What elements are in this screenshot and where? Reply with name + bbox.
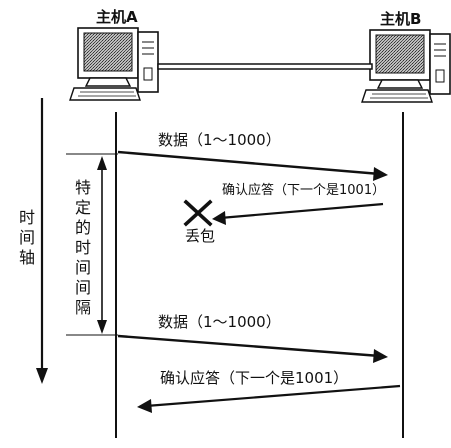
computer-a-icon (69, 27, 159, 101)
msg2-label: 确认应答（下一个是1001） (222, 183, 386, 198)
msg1-arrowhead (373, 167, 388, 181)
msg4-arrowhead (137, 399, 152, 413)
interval-label: 特定的时间间隔 (74, 178, 91, 317)
msg3-arrow (117, 334, 381, 358)
host-a-label: 主机A (96, 8, 138, 26)
network-cable (157, 63, 373, 70)
x-mark-icon (183, 199, 213, 227)
msg1-arrow (117, 150, 381, 176)
interval-arrow-bottom-head (97, 320, 107, 334)
host-b-label: 主机B (380, 10, 422, 28)
msg2-arrowhead (212, 211, 226, 225)
msg4-arrow (145, 384, 401, 408)
msg3-arrowhead (373, 349, 388, 363)
msg1-label: 数据（1～1000） (158, 131, 281, 149)
time-axis-label: 时间轴 (18, 208, 35, 267)
time-axis-arrowhead (36, 368, 48, 384)
msg2-arrow (219, 202, 384, 220)
loss-label: 丢包 (185, 227, 216, 245)
msg3-label: 数据（1～1000） (158, 313, 281, 331)
interval-arrow-top-head (97, 156, 107, 170)
computer-b-icon (361, 29, 451, 103)
msg4-label: 确认应答（下一个是1001） (160, 369, 349, 387)
